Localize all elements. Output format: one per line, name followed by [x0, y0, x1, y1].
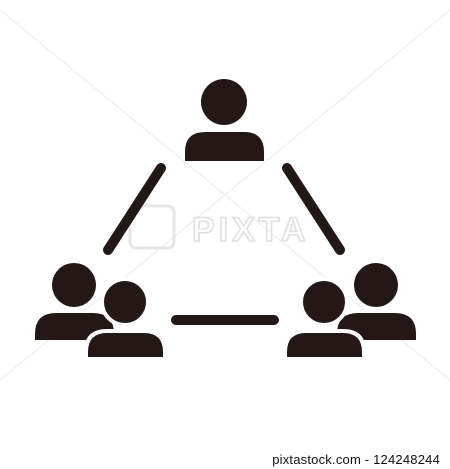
group-icon: [283, 263, 416, 361]
watermark-text: PIXTA: [192, 211, 310, 249]
person-icon: [283, 277, 366, 361]
person-icon: [84, 277, 167, 361]
stock-id-caption: pixtastock.com - 124248244: [272, 452, 440, 467]
left-connector-line: [103, 163, 166, 255]
connection-lines: [103, 163, 345, 325]
watermark-logo-mark: [128, 204, 176, 250]
right-connector-line: [282, 163, 345, 255]
group-icon: [35, 263, 167, 361]
person-icon: [185, 79, 264, 161]
watermark: PIXTA: [128, 204, 310, 250]
